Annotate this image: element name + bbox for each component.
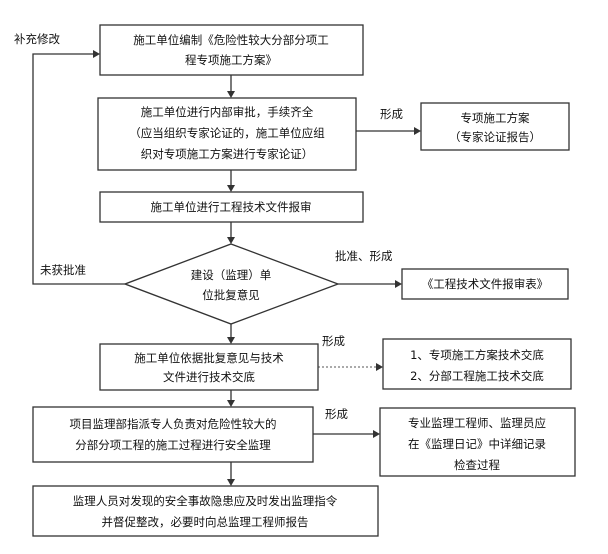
connectors xyxy=(32,50,421,486)
arrow-head xyxy=(376,363,383,371)
step-submit: 施工单位进行工程技术文件报审 xyxy=(99,191,364,223)
output-plan-line-1: 专项施工方案 xyxy=(461,111,530,125)
output-report-form-line-1: 《工程技术文件报审表》 xyxy=(422,277,549,291)
decision-approval-line-1: 建设（监理）单 xyxy=(191,268,272,282)
arrow-head xyxy=(227,91,235,98)
output-box xyxy=(379,407,576,477)
output-box xyxy=(401,268,569,300)
step-review-line-3: 织对专项施工方案进行专家论证） xyxy=(141,147,314,161)
step-disclose-line-2: 文件进行技术交底 xyxy=(163,370,255,384)
label-form-2: 形成 xyxy=(322,334,345,348)
output-diary: 专业监理工程师、监理员应 在《监理日记》中详细记录 检查过程 xyxy=(379,407,576,477)
step-compile-line-2: 程专项施工方案》 xyxy=(185,53,277,67)
step-review: 施工单位进行内部审批，手续齐全 （应当组织专家论证的，施工单位应组 织对专项施工… xyxy=(97,97,357,171)
label-revise: 补充修改 xyxy=(14,32,60,46)
step-review-line-1: 施工单位进行内部审批，手续齐全 xyxy=(141,105,314,119)
output-box xyxy=(420,102,570,151)
output-disclosure: 1、专项施工方案技术交底 2、分部工程施工技术交底 xyxy=(382,338,572,390)
output-disclosure-line-1: 1、专项施工方案技术交底 xyxy=(410,348,544,362)
edge-labels: 补充修改 未获批准 形成 批准、形成 形成 形成 xyxy=(14,32,403,421)
label-form-3: 形成 xyxy=(325,407,348,421)
arrow-head xyxy=(93,50,100,58)
step-instruct-line-1: 监理人员对发现的安全事故隐患应及时发出监理指令 xyxy=(73,494,338,508)
output-plan-line-2: （专家论证报告） xyxy=(449,130,541,144)
step-box xyxy=(32,485,379,537)
step-instruct: 监理人员对发现的安全事故隐患应及时发出监理指令 并督促整改，必要时向总监理工程师… xyxy=(32,485,379,537)
output-disclosure-line-2: 2、分部工程施工技术交底 xyxy=(410,369,544,383)
step-compile: 施工单位编制《危险性较大分部分项工 程专项施工方案》 xyxy=(99,24,364,76)
step-supervise-line-1: 项目监理部指派专人负责对危险性较大的 xyxy=(70,417,277,431)
step-box xyxy=(99,343,319,391)
step-box xyxy=(99,191,364,223)
label-approved: 批准、形成 xyxy=(335,249,393,263)
arrow-head xyxy=(227,400,235,407)
output-diary-line-1: 专业监理工程师、监理员应 xyxy=(408,416,546,430)
step-disclose-line-1: 施工单位依据批复意见与技术 xyxy=(134,351,284,365)
step-instruct-line-2: 并督促整改，必要时向总监理工程师报告 xyxy=(102,515,309,529)
label-form-1: 形成 xyxy=(380,107,403,121)
step-supervise-line-2: 分部分项工程的施工过程进行安全监理 xyxy=(75,438,271,452)
output-diary-line-3: 检查过程 xyxy=(454,458,500,472)
decision-approval-line-2: 位批复意见 xyxy=(202,288,260,302)
step-compile-line-1: 施工单位编制《危险性较大分部分项工 xyxy=(133,33,329,47)
step-disclose: 施工单位依据批复意见与技术 文件进行技术交底 xyxy=(99,343,319,391)
arrow-head xyxy=(227,185,235,192)
output-report-form: 《工程技术文件报审表》 xyxy=(401,268,569,300)
output-diary-line-2: 在《监理日记》中详细记录 xyxy=(408,437,546,451)
output-plan: 专项施工方案 （专家论证报告） xyxy=(420,102,570,151)
label-not-approved: 未获批准 xyxy=(40,263,86,277)
decision-approval: 建设（监理）单 位批复意见 xyxy=(123,243,340,325)
step-supervise: 项目监理部指派专人负责对危险性较大的 分部分项工程的施工过程进行安全监理 xyxy=(32,406,314,463)
arrow-head xyxy=(373,430,380,438)
feedback-loop xyxy=(32,53,125,285)
step-box xyxy=(32,406,314,463)
step-review-line-2: （应当组织专家论证的，施工单位应组 xyxy=(129,126,325,140)
decision-diamond xyxy=(123,243,340,325)
arrow-head xyxy=(227,479,235,486)
step-submit-line-1: 施工单位进行工程技术文件报审 xyxy=(151,200,312,214)
arrow-head xyxy=(227,237,235,244)
arrow-head xyxy=(414,127,421,135)
step-box xyxy=(97,97,357,171)
arrow-head xyxy=(227,337,235,344)
output-box xyxy=(382,338,572,390)
arrow-head xyxy=(395,280,402,288)
step-box xyxy=(99,24,364,76)
